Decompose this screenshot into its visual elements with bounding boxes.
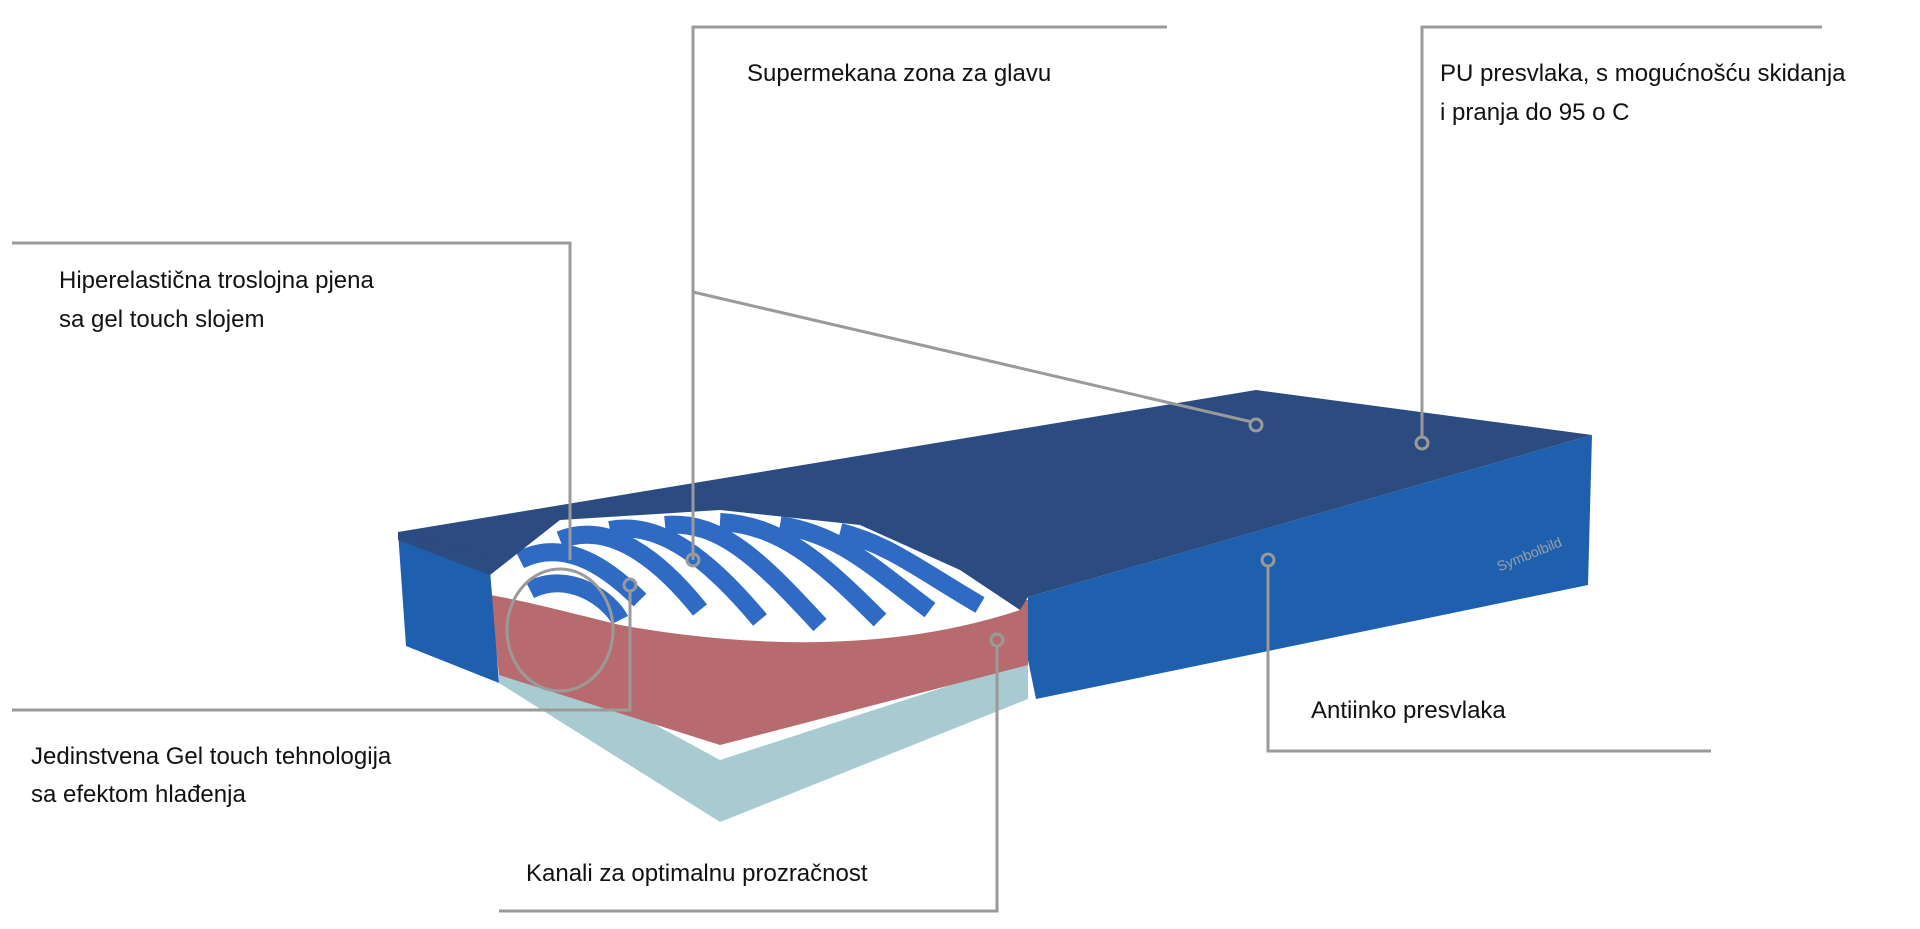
- leader-lines: [12, 25, 1822, 913]
- label-foam-line2: sa gel touch slojem: [59, 306, 265, 333]
- leader-gel-touch: [12, 590, 632, 712]
- gel-stripes: [515, 513, 985, 632]
- label-gel-touch-line1: Jedinstvena Gel touch tehnologija: [31, 743, 392, 770]
- label-channels: Kanali za optimalnu prozračnost: [526, 860, 868, 887]
- label-gel-touch-line2: sa efektom hlađenja: [31, 781, 246, 808]
- top-face: [398, 390, 1592, 610]
- label-head-zone: Supermekana zona za glavu: [747, 60, 1052, 87]
- base-layer: [499, 640, 1028, 822]
- leader-head-zone: [691, 25, 1167, 560]
- left-end-block: [398, 532, 499, 683]
- leader-antiinko: [1266, 565, 1711, 753]
- label-pu-cover-line2: i pranja do 95 o C: [1440, 99, 1630, 126]
- leader-foam: [12, 241, 572, 560]
- leader-head-zone-diagonal: [692, 290, 1253, 424]
- front-face: [1028, 435, 1592, 699]
- label-foam-line1: Hiperelastična troslojna pjena: [59, 267, 374, 294]
- left-end-top: [398, 532, 490, 575]
- leader-channels: [499, 645, 999, 913]
- leader-pu-cover: [1420, 25, 1822, 437]
- gel-touch-magnifier-circle: [505, 567, 615, 693]
- label-antiinko: Antiinko presvlaka: [1311, 697, 1506, 724]
- label-pu-cover-line1: PU presvlaka, s mogućnošću skidanja: [1440, 60, 1846, 87]
- mattress-illustration: [398, 390, 1592, 822]
